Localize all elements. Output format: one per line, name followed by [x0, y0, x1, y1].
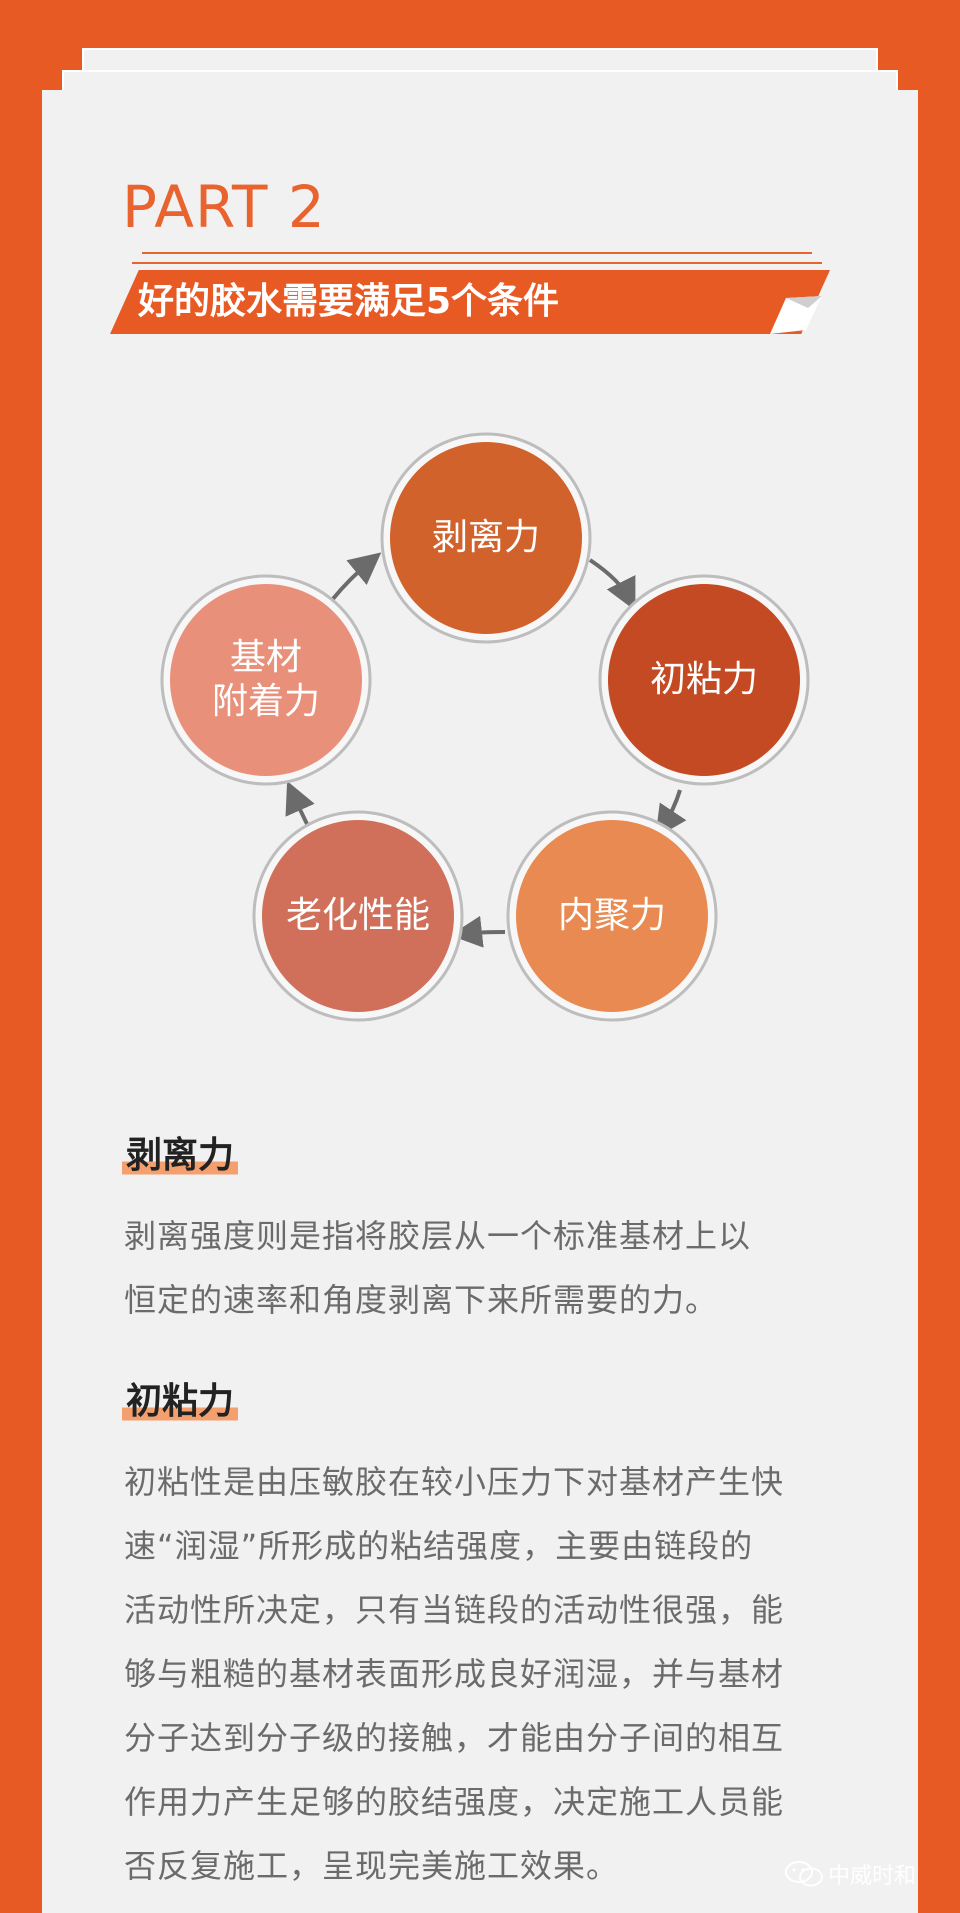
cycle-diagram	[160, 432, 810, 1022]
body-line: 恒定的速率和角度剥离下来所需要的力。	[124, 1281, 719, 1319]
section-heading: 初粘力	[122, 1380, 239, 1424]
part-title: PART 2	[122, 173, 326, 241]
content-card	[42, 90, 918, 1913]
arrow-1	[588, 558, 636, 611]
cycle-node-label: 内聚力	[557, 895, 666, 936]
body-line: 作用力产生足够的胶结强度，决定施工人员能	[124, 1783, 785, 1821]
ribbon-decor-lines	[132, 252, 822, 272]
cycle-node	[390, 442, 582, 634]
section-body: 剥离强度则是指将胶层从一个标准基材上以恒定的速率和角度剥离下来所需要的力。	[124, 1204, 844, 1332]
cycle-node	[608, 584, 800, 776]
cycle-node	[516, 820, 708, 1012]
body-line: 初粘性是由压敏胶在较小压力下对基材产生快	[124, 1463, 785, 1501]
body-line: 活动性所决定，只有当链段的活动性很强，能	[124, 1591, 785, 1629]
title-banner	[110, 270, 830, 334]
body-line: 否反复施工，呈现完美施工效果。	[124, 1847, 620, 1885]
arrow-5	[330, 552, 382, 602]
body-line: 分子达到分子级的接触，才能由分子间的相互	[124, 1719, 785, 1757]
cycle-node-label: 剥离力	[431, 517, 540, 558]
cycle-node	[262, 820, 454, 1012]
cycle-node-label: 老化性能	[285, 895, 430, 936]
page-fold-icon	[770, 296, 822, 334]
arrow-3	[450, 915, 506, 948]
watermark: 中威时和	[784, 1858, 916, 1890]
cycle-node-label: 基材 附着力	[211, 637, 320, 722]
section-heading: 剥离力	[122, 1134, 239, 1178]
banner-title: 好的胶水需要满足5个条件	[138, 281, 560, 322]
cycle-node	[170, 584, 362, 776]
cycle-node-label: 初粘力	[649, 659, 758, 700]
body-line: 够与粗糙的基材表面形成良好润湿，并与基材	[124, 1655, 785, 1693]
watermark-text: 中威时和	[828, 1864, 917, 1889]
section-body: 初粘性是由压敏胶在较小压力下对基材产生快速“润湿”所形成的粘结强度，主要由链段的…	[124, 1450, 844, 1898]
body-line: 速“润湿”所形成的粘结强度，主要由链段的	[124, 1527, 754, 1565]
body-line: 剥离强度则是指将胶层从一个标准基材上以	[124, 1217, 752, 1255]
wechat-icon	[785, 1861, 823, 1887]
